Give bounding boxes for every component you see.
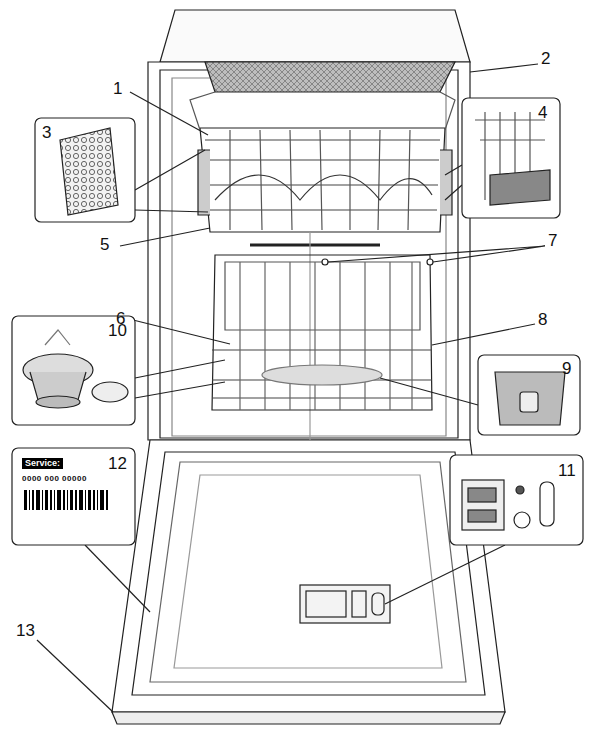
callout-number: 3 <box>42 124 51 141</box>
callout-number: 4 <box>538 104 547 121</box>
callout-number: 11 <box>558 462 576 479</box>
callout-number: 2 <box>541 50 550 67</box>
callout-number: 8 <box>538 311 547 328</box>
callout-number: 1 <box>113 80 122 97</box>
callout-number: 7 <box>548 232 557 249</box>
callout-number: 12 <box>108 455 127 472</box>
callout-number: 13 <box>16 622 35 639</box>
callout-number: 5 <box>100 236 109 253</box>
service-number: 0000 000 00000 <box>22 475 87 483</box>
callout-number: 10 <box>108 322 127 339</box>
service-label: Service: <box>22 458 63 469</box>
callout-number: 9 <box>562 360 571 377</box>
